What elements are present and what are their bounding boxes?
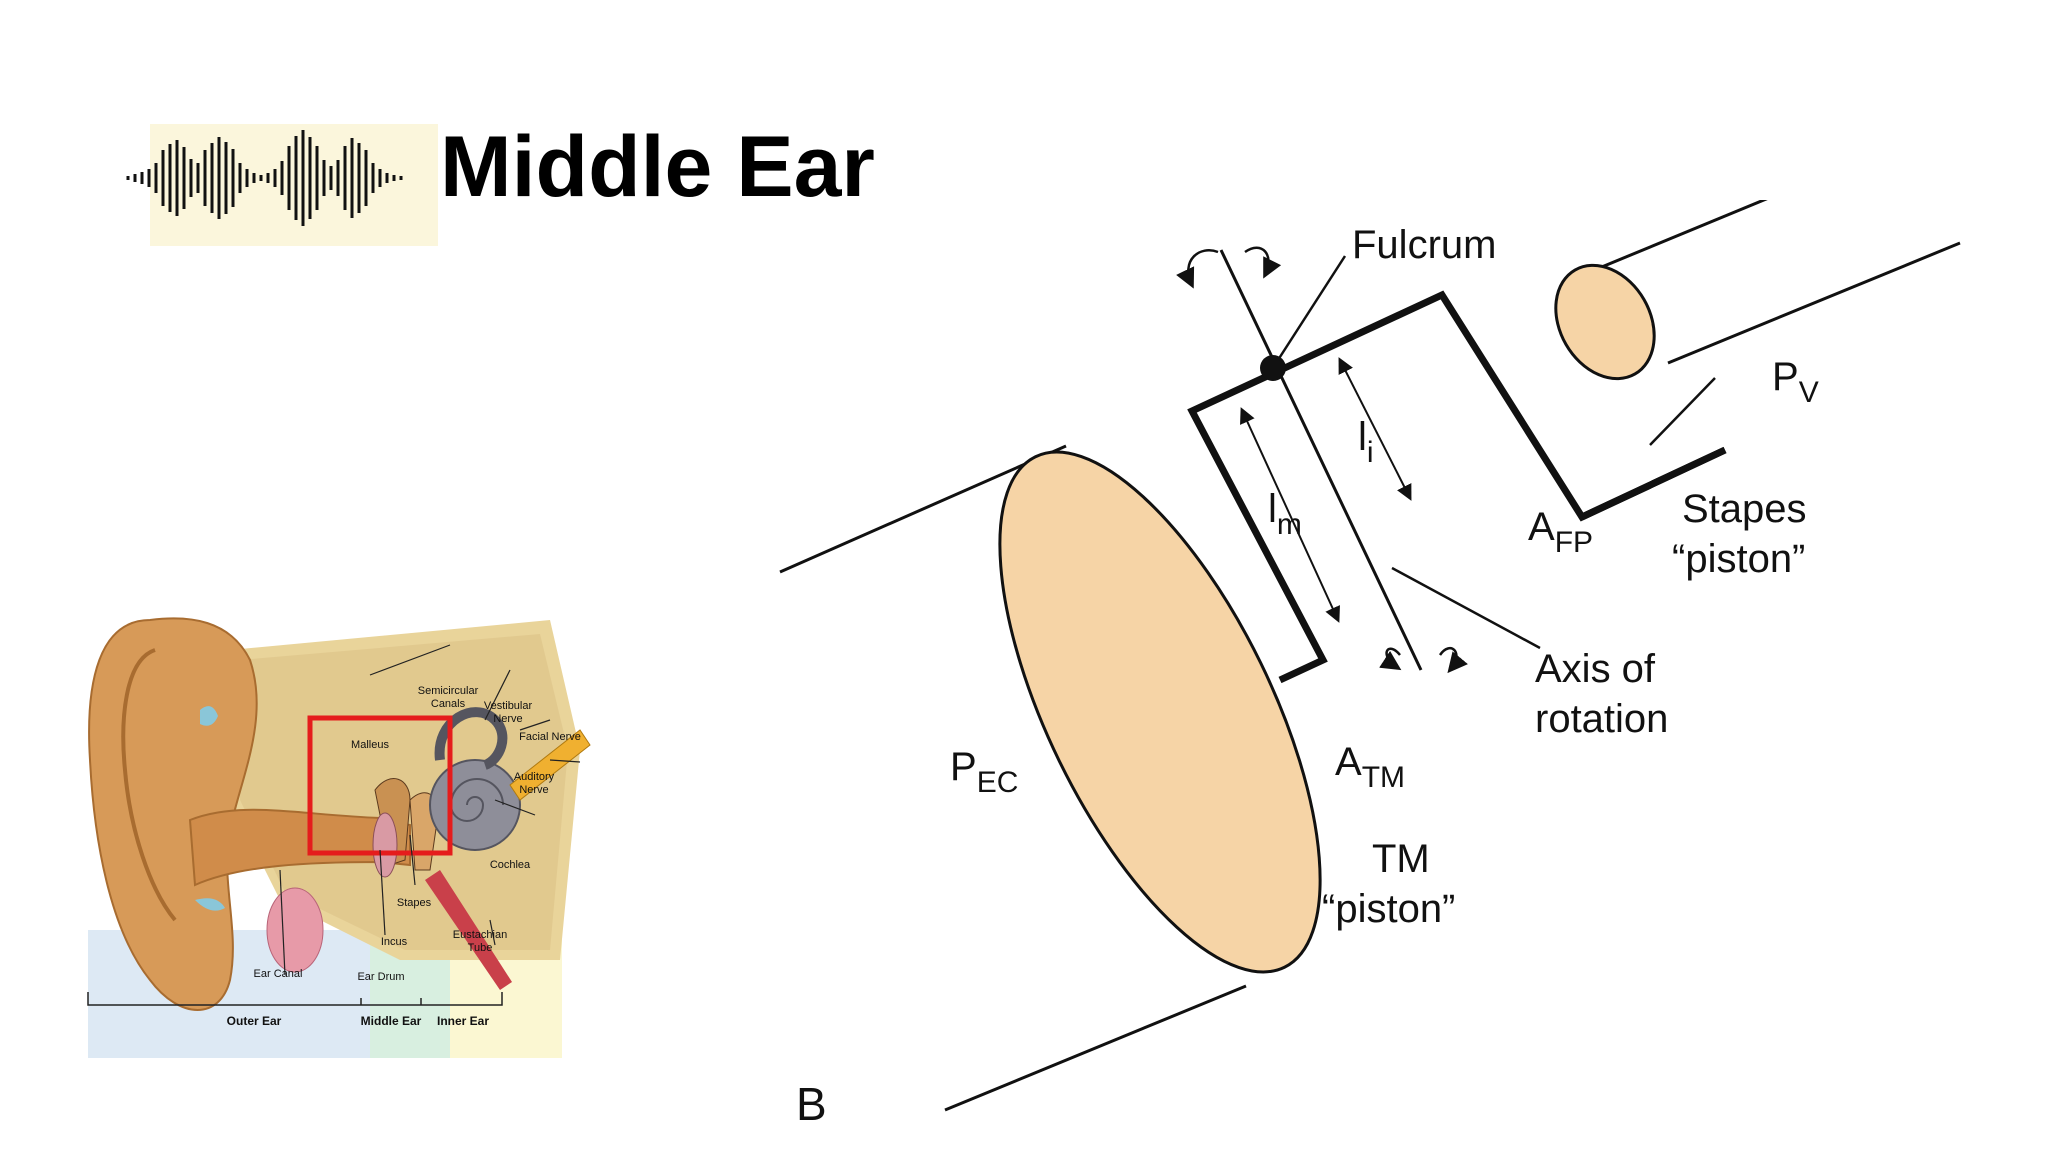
stapes-cylinder-bottom-line <box>1667 241 1961 365</box>
label-axis-of-rotation-1: Axis of <box>1535 647 1656 691</box>
label-eustachian-tube-1: Eustachian <box>453 929 507 941</box>
label-vestibular-nerve-2: Nerve <box>493 713 522 725</box>
label-eustachian-tube-2: Tube <box>468 942 493 954</box>
ear-canal-cylinder-bottom-line <box>944 984 1247 1112</box>
fulcrum-callout-line <box>1276 255 1347 361</box>
label-cochlea: Cochlea <box>490 859 531 871</box>
label-pv: PV <box>1772 355 1819 409</box>
ear-canal-shape <box>188 808 411 887</box>
sound-wave-background <box>150 124 438 246</box>
ear-drum-shape <box>372 812 398 878</box>
label-semicircular-canals-1: Semicircular <box>418 685 479 697</box>
label-stapes-piston-2: “piston” <box>1672 537 1805 581</box>
label-fulcrum: Fulcrum <box>1352 223 1496 267</box>
rotation-arrow-top <box>1188 246 1268 285</box>
stapes-footplate-ellipse <box>1554 263 1656 381</box>
stapes-cylinder-top-line <box>1591 200 1768 273</box>
stapes-rod <box>1580 446 1727 521</box>
lever-diagram: Fulcrum PV AFP Stapes “piston” li lm Axi… <box>779 200 1961 1130</box>
label-malleus: Malleus <box>351 739 389 751</box>
label-ear-canal: Ear Canal <box>254 968 303 980</box>
pinna-inner-fold <box>121 648 177 922</box>
anatomy-labels: Semicircular Canals Vestibular Nerve Fac… <box>254 685 581 983</box>
sound-wave-bars <box>126 130 403 226</box>
label-inner-ear: Inner Ear <box>437 1014 489 1028</box>
cartilage-blue-1 <box>200 706 218 726</box>
label-ear-drum: Ear Drum <box>357 971 404 983</box>
label-tm-piston-2: “piston” <box>1322 887 1455 931</box>
label-auditory-nerve-1: Auditory <box>514 771 555 783</box>
region-labels: Outer Ear Middle Ear Inner Ear <box>227 1014 490 1028</box>
afp-callout-line <box>1649 377 1716 446</box>
semicircular-canals-shape <box>434 707 508 770</box>
label-semicircular-canals-2: Canals <box>431 698 466 710</box>
label-pec: PEC <box>950 745 1018 799</box>
label-axis-of-rotation-2: rotation <box>1535 697 1668 741</box>
rotation-arrow-bottom <box>1387 647 1457 670</box>
label-incus: Incus <box>381 936 408 948</box>
label-outer-ear: Outer Ear <box>227 1014 282 1028</box>
label-tm-piston-1: TM <box>1372 837 1430 881</box>
label-stapes: Stapes <box>397 897 432 909</box>
ear-anatomy-illustration: Semicircular Canals Vestibular Nerve Fac… <box>87 617 591 1058</box>
lever-labels: Fulcrum PV AFP Stapes “piston” li lm Axi… <box>796 223 1819 1130</box>
region-bracket <box>87 992 503 1006</box>
axis-callout-line <box>1391 566 1541 650</box>
cochlea-shape <box>429 759 521 851</box>
panel-letter-b: B <box>796 1078 827 1130</box>
label-lm: lm <box>1268 487 1302 541</box>
auditory-nerve-shape <box>509 729 591 801</box>
label-atm: ATM <box>1335 740 1405 794</box>
tm-piston-ellipse <box>998 450 1322 974</box>
cochlea-spiral <box>449 778 504 822</box>
label-facial-nerve: Facial Nerve <box>519 731 581 743</box>
label-li: li <box>1358 415 1374 469</box>
callout-lines <box>279 644 581 976</box>
page-title: Middle Ear <box>440 119 875 215</box>
label-middle-ear: Middle Ear <box>361 1014 422 1028</box>
li-arrow <box>1338 357 1412 501</box>
earlobe-gland <box>266 887 324 973</box>
eustachian-tube-shape <box>425 870 512 990</box>
ear-canal-cylinder-top-line <box>779 444 1067 574</box>
sound-wave-logo <box>126 124 438 246</box>
label-stapes-piston-1: Stapes <box>1682 487 1807 531</box>
label-auditory-nerve-2: Nerve <box>519 784 548 796</box>
label-vestibular-nerve-1: Vestibular <box>484 700 533 712</box>
cartilage-blue-2 <box>195 898 225 911</box>
label-afp: AFP <box>1528 505 1593 559</box>
fulcrum-point <box>1260 355 1286 381</box>
lm-arrow <box>1240 407 1340 623</box>
